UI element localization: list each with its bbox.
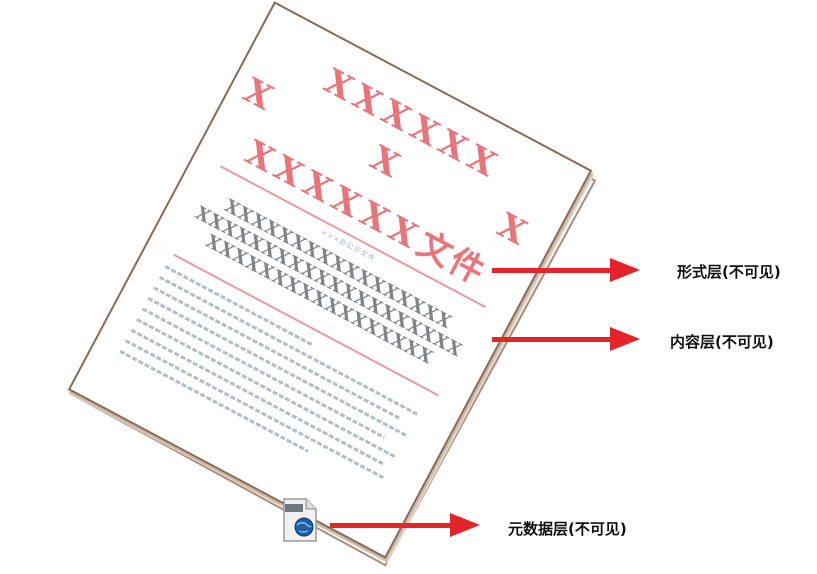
body-line (136, 318, 396, 458)
file-globe-icon (280, 497, 320, 543)
content-layer-label: 内容层(不可见) (670, 333, 774, 351)
metadata-layer-label: 元数据层(不可见) (508, 520, 627, 538)
document-sheet: XXXXXX X X X XXXXXX文件 ×××办公厅文件 XXXXXXXXX… (67, 1, 593, 559)
arrow-to-metadata-layer (330, 513, 480, 537)
official-document: XXXXXX X X X XXXXXX文件 ×××办公厅文件 XXXXXXXXX… (67, 1, 597, 567)
arrow-to-form-layer (492, 258, 640, 282)
form-layer-label: 形式层(不可见) (677, 263, 781, 281)
arrow-to-content-layer (492, 327, 640, 351)
body-line (124, 339, 384, 479)
